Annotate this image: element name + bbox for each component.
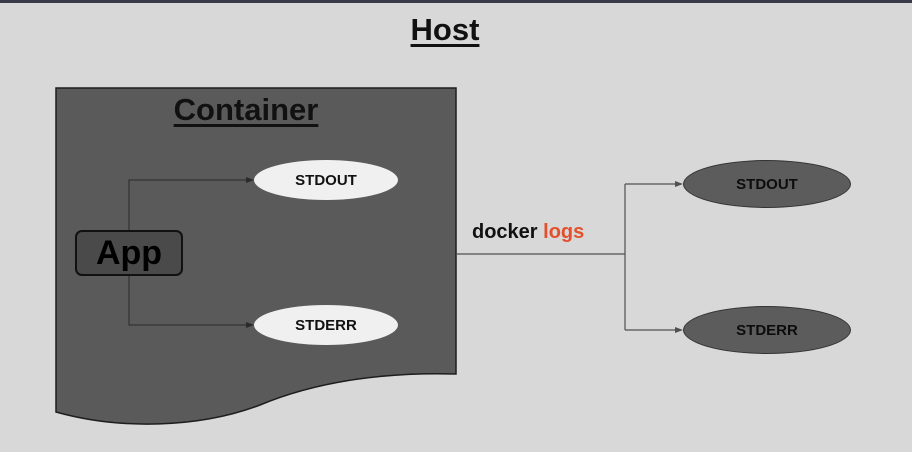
container-stdout-node: STDOUT — [254, 160, 398, 200]
to-host-stdout-arrowhead — [675, 181, 683, 187]
docker-logs-label: docker logs — [472, 221, 584, 244]
command-keyword: logs — [543, 221, 585, 243]
app-to-stderr-connector — [128, 276, 252, 326]
to-host-stderr-arrowhead — [675, 327, 683, 333]
container-stderr-node: STDERR — [254, 305, 398, 345]
host-title: Host — [410, 12, 480, 47]
command-prefix: docker — [472, 221, 538, 243]
top-border — [0, 0, 912, 3]
host-stderr-node: STDERR — [683, 306, 851, 354]
container-title: Container — [173, 92, 319, 127]
app-to-stdout-connector — [128, 179, 252, 230]
app-label: App — [95, 233, 163, 272]
app-node: App — [75, 230, 183, 276]
host-stdout-node: STDOUT — [683, 160, 851, 208]
app-to-stdout-arrowhead — [246, 177, 254, 183]
app-to-stderr-arrowhead — [246, 322, 254, 328]
